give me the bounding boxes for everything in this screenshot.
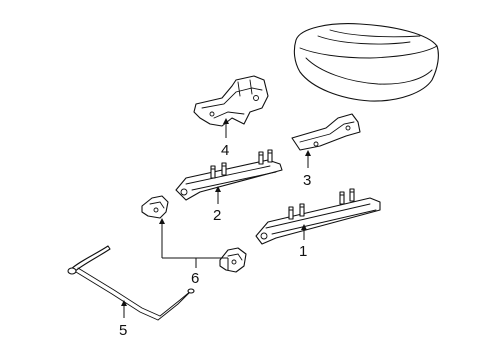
cover-part-6-right (219, 247, 247, 273)
callout-6: 6 (191, 270, 199, 287)
leader-3 (305, 150, 311, 168)
seat-track-part-1 (255, 188, 381, 245)
callout-4: 4 (221, 142, 229, 159)
leader-4 (223, 118, 229, 138)
rod-part-5 (67, 245, 195, 321)
seat-cushion (293, 23, 439, 102)
leader-1 (301, 224, 307, 240)
seat-track-part-2 (175, 149, 283, 201)
bracket-part-3 (291, 113, 361, 151)
leader-2 (215, 186, 221, 204)
leader-5 (121, 300, 127, 318)
bracket-part-4 (193, 75, 269, 127)
cover-part-6-left (141, 195, 169, 219)
callout-5: 5 (119, 322, 127, 339)
leader-6 (159, 218, 229, 270)
callout-3: 3 (303, 172, 311, 189)
callout-2: 2 (213, 207, 221, 224)
callout-1: 1 (299, 243, 307, 260)
